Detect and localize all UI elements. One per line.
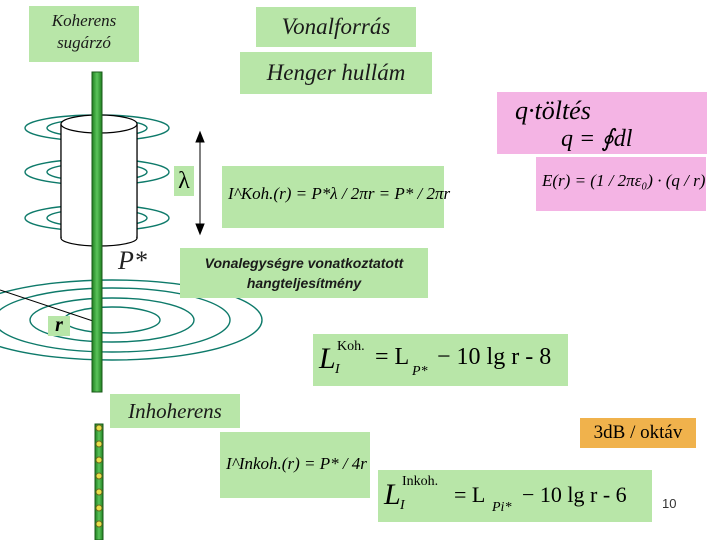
- intensity-coh-box: I^Koh.(r) = P*λ / 2πr = P* / 2πr: [222, 166, 450, 228]
- coherent-source-line2: sugárzó: [57, 33, 111, 52]
- lambda-label: λ: [174, 166, 194, 196]
- field-formula: E(r) = (1 / 2πε₀) · (q / r): [542, 171, 706, 190]
- charge-formula-bottom: q = ∮dl: [561, 126, 633, 152]
- intensity-coh-formula: I^Koh.(r) = P*λ / 2πr = P* / 2πr: [228, 184, 451, 203]
- incoherent-rod: [94, 423, 104, 540]
- page-number: 10: [662, 496, 677, 511]
- coherent-source-label: Koherens sugárzó: [29, 6, 139, 62]
- incoherent-label: Inhoherens: [110, 394, 240, 428]
- intensity-inkoh-formula: I^Inkoh.(r) = P* / 4r: [226, 454, 367, 473]
- lambda-arrow: [195, 130, 205, 236]
- ground-rings: [0, 279, 263, 361]
- coherent-source-line1: Koherens: [51, 11, 117, 30]
- charge-formula-top: q·töltés: [515, 96, 591, 125]
- field-formula-box: E(r) = (1 / 2πε₀) · (q / r): [536, 157, 706, 211]
- power-per-length-label: Vonalegységre vonatkoztatott hangteljesí…: [180, 248, 428, 298]
- level-coh-box: L Koh. I = L P* − 10 lg r - 8: [313, 334, 568, 386]
- radius-line: [0, 289, 97, 323]
- r-label: r: [48, 315, 70, 336]
- level-inkoh-box: L Inkoh. I = L Pi* − 10 lg r - 6: [378, 470, 652, 522]
- p-star-label: P*: [118, 246, 147, 275]
- octave-label: 3dB / oktáv: [580, 418, 696, 448]
- cylinder-wave-label: Henger hullám: [240, 52, 432, 94]
- charge-formula-box: q·töltés q = ∮dl: [497, 92, 707, 154]
- line-source-label: Vonalforrás: [256, 7, 416, 47]
- intensity-inkoh-box: I^Inkoh.(r) = P* / 4r: [220, 432, 370, 498]
- coherent-rod: [91, 71, 103, 393]
